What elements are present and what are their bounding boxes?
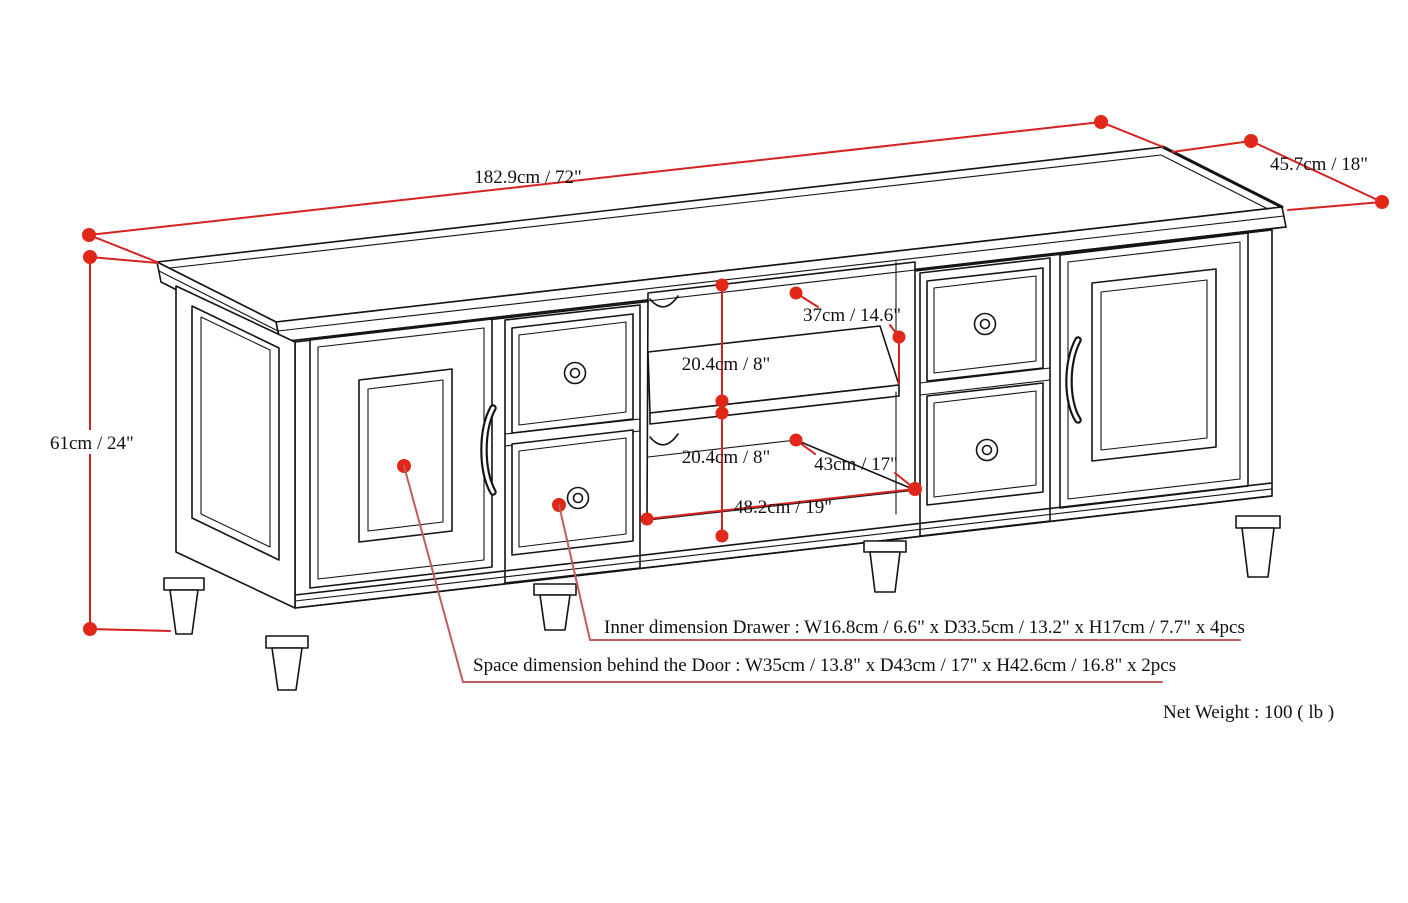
right-door xyxy=(1059,232,1249,509)
dim-height: 61cm / 24" xyxy=(46,250,171,636)
dim-width: 182.9cm / 72" xyxy=(82,115,1164,263)
cable-hole-top xyxy=(649,295,679,308)
dim-lower-opening-label: 20.4cm / 8" xyxy=(682,447,771,468)
drawer-top-right xyxy=(926,267,1044,382)
drawer-bottom-left xyxy=(511,429,634,556)
right-door-panel xyxy=(1091,268,1217,462)
dim-opening-heights: 20.4cm / 8" 20.4cm / 8" xyxy=(682,278,771,543)
dim-depth: 45.7cm / 18" xyxy=(1171,134,1389,211)
leg-middle-right xyxy=(863,540,907,593)
dim-shelf-height-label: 37cm / 14.6" xyxy=(803,305,901,326)
left-door-handle xyxy=(480,404,497,496)
right-door-handle xyxy=(1065,336,1082,424)
left-side-panel xyxy=(175,285,296,609)
dim-width-label: 182.9cm / 72" xyxy=(474,167,582,188)
top-panel xyxy=(156,145,1287,343)
dim-opening-depth-label: 43cm / 17" xyxy=(814,454,898,475)
open-shelf-section xyxy=(646,261,916,521)
dim-opening-width-label: 48.2cm / 19" xyxy=(734,497,832,518)
note-net-weight: Net Weight : 100 ( lb ) xyxy=(1163,702,1334,723)
right-drawer-stack xyxy=(919,257,1051,537)
dim-opening-width: 48.2cm / 19" xyxy=(640,482,922,526)
dim-shelf-height: 37cm / 14.6" xyxy=(789,286,906,385)
left-door xyxy=(309,318,497,589)
leg-front-right xyxy=(1235,515,1281,578)
leg-back-left xyxy=(163,577,205,635)
cable-hole-bottom xyxy=(649,433,679,446)
note-door-label: Space dimension behind the Door : W35cm … xyxy=(473,655,1176,676)
dim-upper-opening-label: 20.4cm / 8" xyxy=(682,354,771,375)
leg-middle-left xyxy=(533,583,577,631)
note-door: Space dimension behind the Door : W35cm … xyxy=(397,459,1176,683)
drawer-top-left xyxy=(511,313,634,434)
note-drawer-label: Inner dimension Drawer : W16.8cm / 6.6" … xyxy=(604,617,1245,638)
tv-stand-drawing xyxy=(156,145,1287,691)
legs xyxy=(163,515,1281,691)
dim-height-label: 61cm / 24" xyxy=(50,433,134,454)
left-drawer-stack xyxy=(504,304,641,584)
drawer-bottom-right xyxy=(926,382,1044,506)
left-door-panel xyxy=(358,368,453,543)
dim-opening-depth: 43cm / 17" xyxy=(789,433,916,490)
note-drawer: Inner dimension Drawer : W16.8cm / 6.6" … xyxy=(552,498,1245,641)
bottom-rail xyxy=(294,482,1273,609)
dim-depth-label: 45.7cm / 18" xyxy=(1270,154,1368,175)
leg-front-left xyxy=(265,635,309,691)
